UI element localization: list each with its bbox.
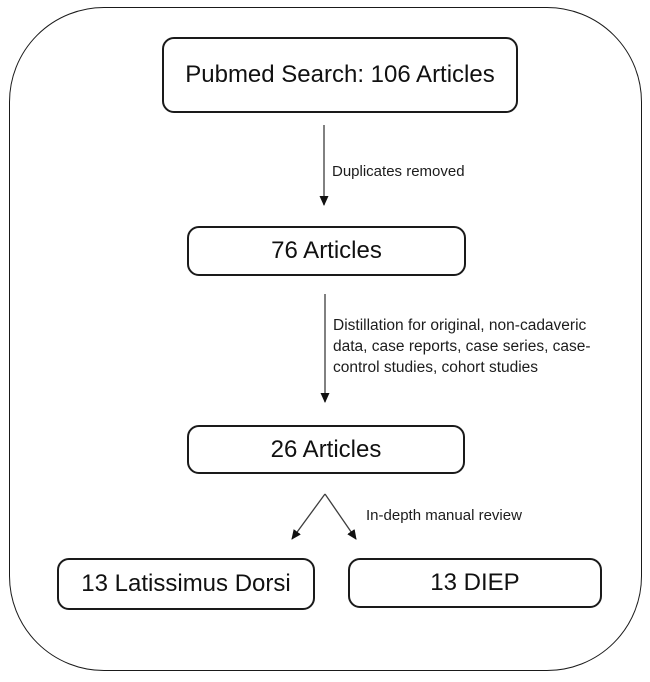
node-pubmed-search-label: Pubmed Search: 106 Articles [185,61,495,88]
node-13-diep: 13 DIEP [348,558,602,608]
node-26-articles-label: 26 Articles [270,435,382,463]
node-pubmed-search: Pubmed Search: 106 Articles [162,37,518,113]
node-13-latissimus-dorsi-label: 13 Latissimus Dorsi [81,570,291,597]
node-13-latissimus-dorsi: 13 Latissimus Dorsi [57,558,315,610]
edge-label-in-depth-review: In-depth manual review [366,507,522,524]
edge-label-duplicates-removed: Duplicates removed [332,163,465,180]
edge-label-distillation: Distillation for original, non-cadaveric… [333,317,591,376]
node-26-articles: 26 Articles [187,425,465,474]
node-76-articles: 76 Articles [187,226,466,276]
node-76-articles-label: 76 Articles [271,237,382,264]
flowchart-outer-frame [9,7,642,671]
node-13-diep-label: 13 DIEP [430,569,520,596]
